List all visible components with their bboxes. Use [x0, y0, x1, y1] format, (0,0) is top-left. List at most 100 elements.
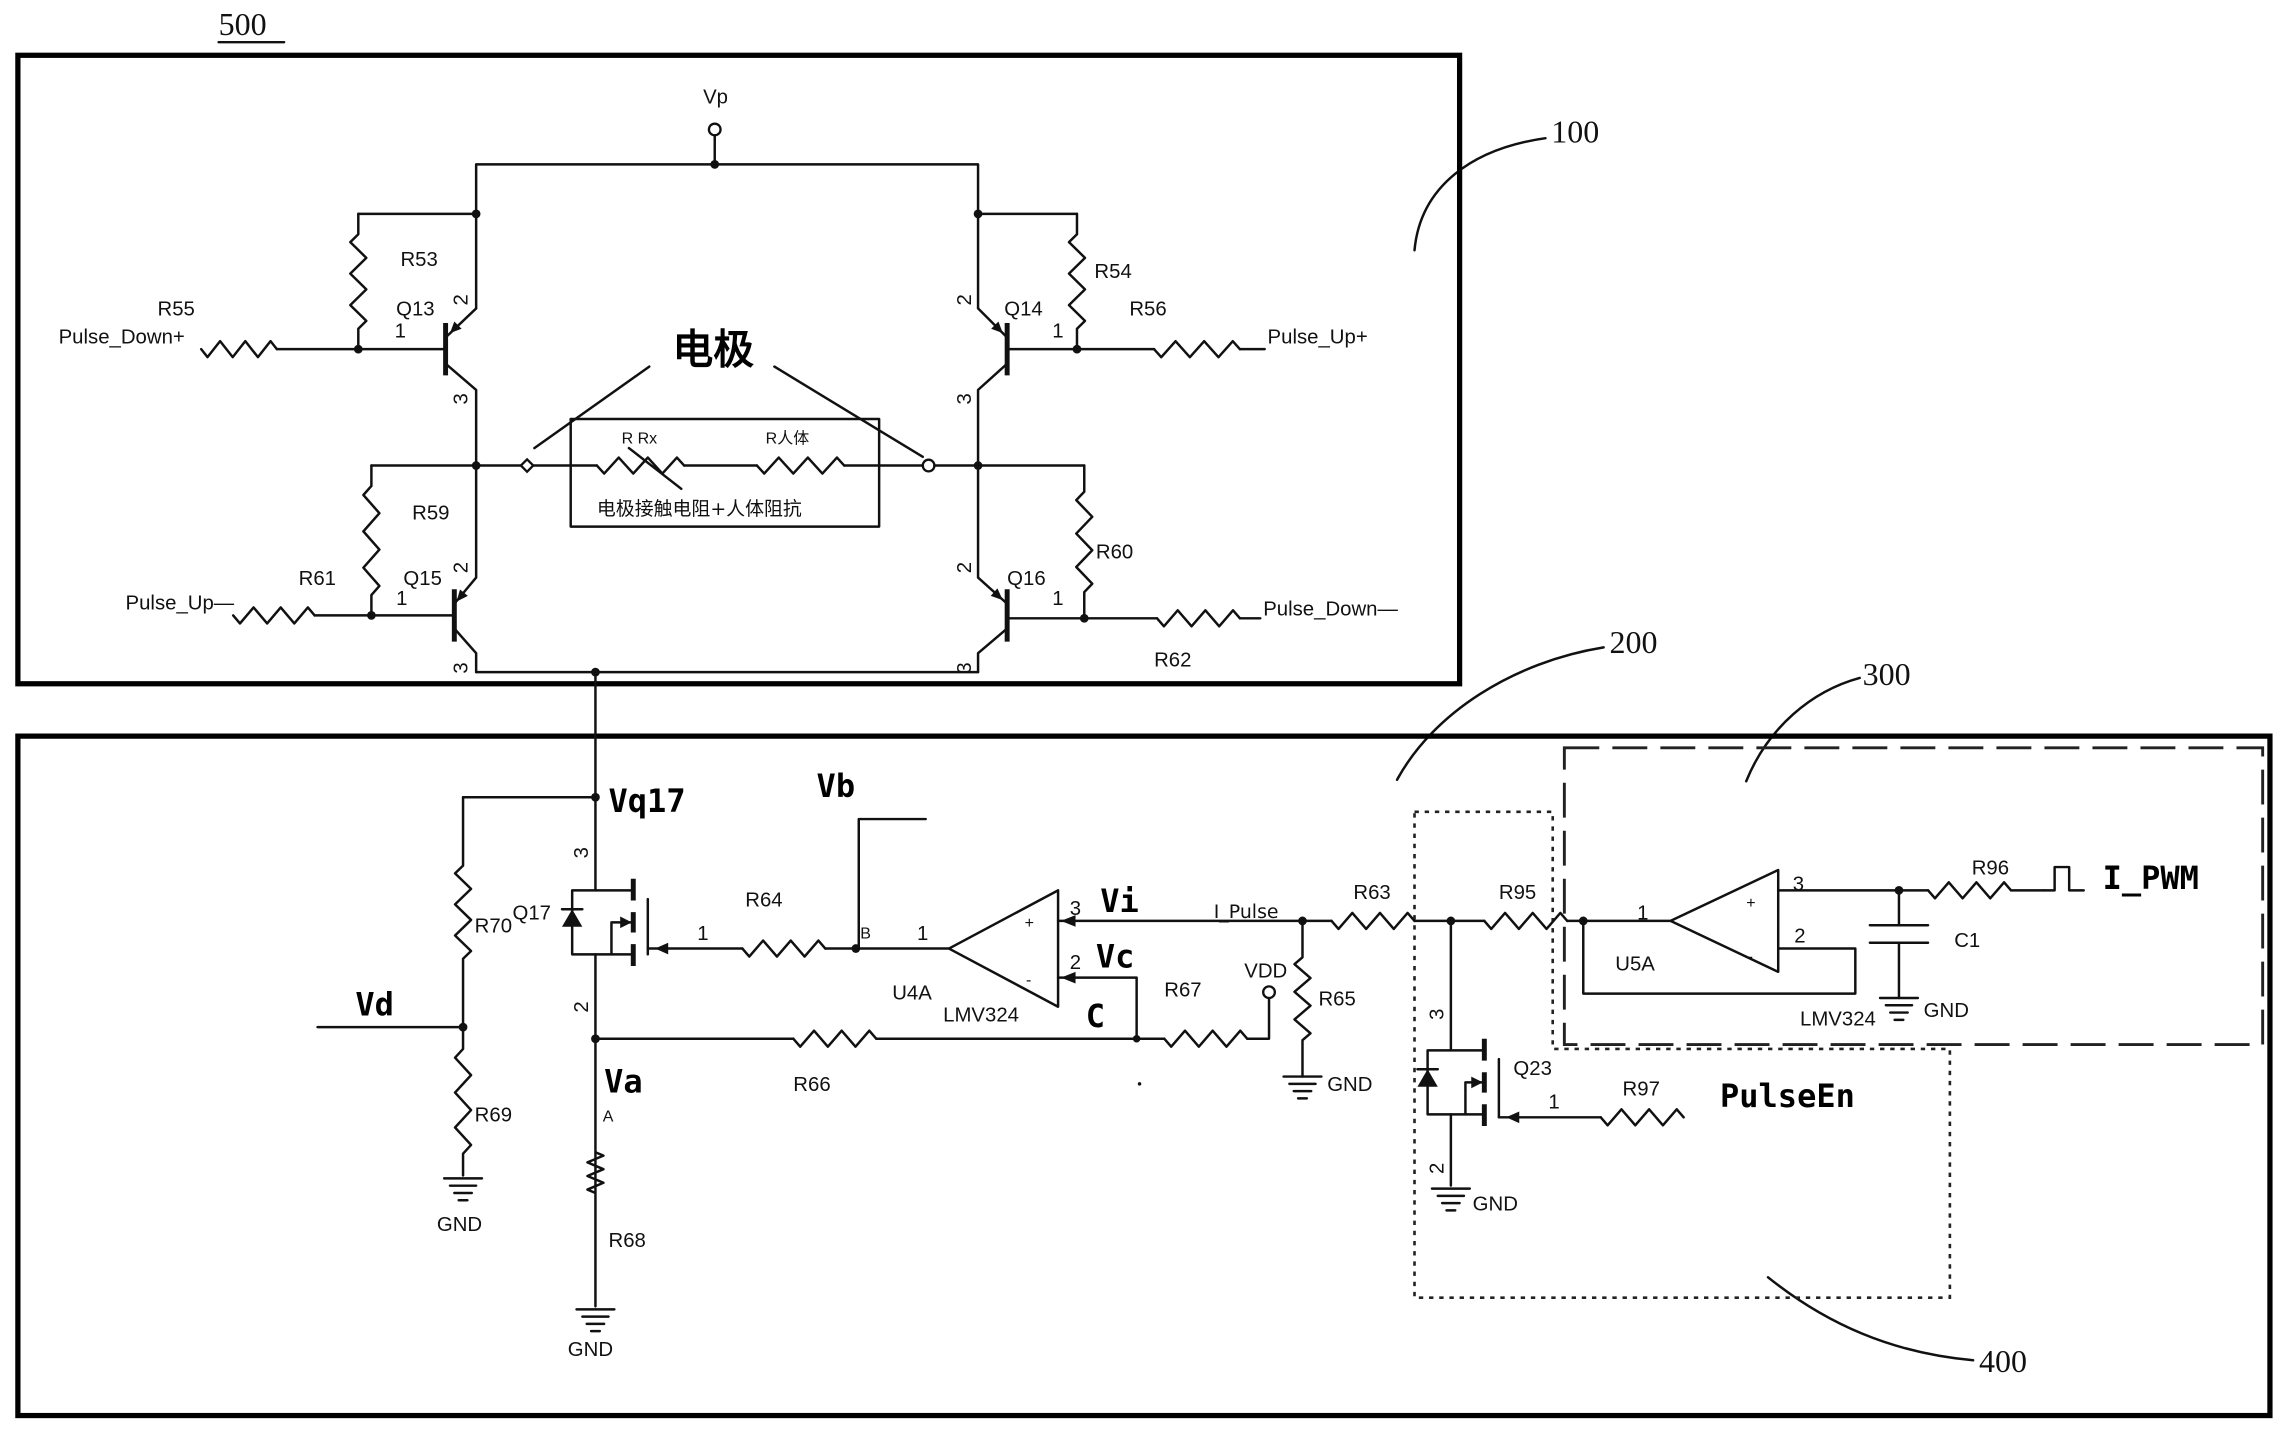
- label-pulse-up-pos: Pulse_Up+: [1268, 326, 1368, 348]
- vp-terminal: [707, 122, 722, 137]
- q16-emitter-arrow-icon: [990, 588, 1003, 601]
- resistor-rx: [595, 456, 686, 475]
- label-q17: Q17: [513, 902, 551, 924]
- q23-body: [1464, 1081, 1486, 1116]
- u5a-minus: -: [1748, 949, 1753, 966]
- label-load-caption: 电极接触电阻+人体阻抗: [597, 498, 802, 520]
- label-gnd: GND: [437, 1214, 482, 1236]
- pin-u4a-1: 1: [917, 923, 928, 945]
- gate-arrow-icon: [1506, 1111, 1520, 1124]
- q16-collector: [976, 627, 1009, 674]
- label-r59: R59: [412, 502, 449, 524]
- q14-emitter: [976, 307, 1009, 339]
- pin-u4a-2: 2: [1070, 952, 1081, 974]
- pin-q14-3: 3: [954, 393, 976, 404]
- q16-emitter: [976, 464, 1009, 605]
- wire-vdd: [1245, 996, 1271, 1040]
- label-u4a-part: LMV324: [943, 1004, 1019, 1026]
- q14-collector: [976, 362, 1009, 467]
- q15-collector: [453, 627, 478, 674]
- ground-icon: [442, 1177, 484, 1202]
- pin-q13-2: 2: [450, 294, 472, 305]
- label-r68: R68: [609, 1230, 646, 1252]
- label-r53: R53: [400, 249, 437, 271]
- label-node-a: A: [603, 1109, 614, 1126]
- label-u5a-part: LMV324: [1800, 1009, 1876, 1031]
- label-pulse-down-pos: Pulse_Down+: [59, 326, 185, 348]
- label-r96: R96: [1972, 857, 2009, 879]
- resistor-r56: [1152, 339, 1242, 359]
- electrode-terminal-left: [519, 457, 535, 474]
- label-q14: Q14: [1004, 299, 1042, 321]
- label-u4a: U4A: [892, 982, 932, 1004]
- resistor-r54: [1067, 212, 1087, 351]
- label-gnd: GND: [568, 1339, 613, 1361]
- ground-icon: [1878, 996, 1920, 1022]
- label-pulse-en: PulseEn: [1720, 1077, 1855, 1115]
- pin-u5a-1: 1: [1637, 902, 1648, 924]
- label-r61: R61: [299, 568, 336, 590]
- label-gnd: GND: [1924, 1000, 1969, 1022]
- resistor-r53: [349, 212, 368, 351]
- label-vb: Vb: [817, 767, 856, 805]
- label-r64: R64: [745, 889, 782, 911]
- label-r63: R63: [1353, 882, 1390, 904]
- q13-emitter-arrow-icon: [449, 321, 462, 334]
- pin-u5a-2: 2: [1794, 926, 1805, 948]
- pin-u5a-3: 3: [1793, 873, 1804, 895]
- junction-dot: [471, 209, 481, 219]
- pulse-waveform-icon: [2043, 865, 2085, 892]
- label-r62: R62: [1154, 649, 1191, 671]
- resistor-r59: [362, 464, 381, 617]
- opamp-u5a: [1669, 868, 1780, 974]
- pin-q15-1: 1: [396, 588, 407, 610]
- leader-200: [1395, 646, 1605, 782]
- label-r69: R69: [475, 1105, 512, 1127]
- ref-300: 300: [1863, 656, 1911, 692]
- ref-100: 100: [1551, 114, 1599, 150]
- label-r66: R66: [793, 1074, 830, 1096]
- ref-400: 400: [1979, 1343, 2027, 1379]
- q15-emitter-arrow-icon: [456, 589, 468, 602]
- leader-400: [1766, 1276, 1975, 1362]
- pin-q15-3: 3: [450, 662, 472, 673]
- rx-variable-arrow: [627, 446, 683, 491]
- label-va: Va: [604, 1063, 643, 1101]
- pin-q17-3: 3: [571, 847, 593, 858]
- pin-q13-3: 3: [450, 393, 472, 404]
- label-q15: Q15: [403, 568, 441, 590]
- ref-200: 200: [1609, 624, 1657, 660]
- resistor-r69: [453, 1025, 473, 1177]
- label-q13: Q13: [396, 299, 434, 321]
- pin-q16-2: 2: [954, 562, 976, 573]
- wire-top-rail: [474, 163, 980, 310]
- label-i-pulse: I_Pulse: [1214, 901, 1279, 923]
- leader-300: [1744, 676, 1861, 783]
- pin-q15-2: 2: [450, 562, 472, 573]
- q23-diode-icon: [1417, 1069, 1438, 1087]
- wire-vb: [857, 817, 927, 950]
- resistor-r60: [1075, 464, 1094, 620]
- label-vi: Vi: [1100, 882, 1139, 920]
- label-pulse-down-neg: Pulse_Down—: [1263, 598, 1398, 620]
- label-pulse-up-neg: Pulse_Up—: [126, 593, 235, 615]
- label-r-rx: R Rx: [622, 431, 658, 448]
- label-electrode: 电极: [673, 326, 755, 374]
- resistor-r64: [741, 939, 827, 958]
- input-arrow-icon: [1060, 971, 1076, 984]
- q17-source: [594, 953, 635, 1040]
- label-vc: Vc: [1096, 937, 1135, 975]
- pin-q23-3: 3: [1427, 1009, 1449, 1020]
- leader-100: [1413, 136, 1547, 252]
- pin-q23-2: 2: [1427, 1163, 1449, 1174]
- resistor-r61: [231, 606, 316, 625]
- ground-icon: [575, 1308, 616, 1333]
- label-c: C: [1086, 997, 1105, 1035]
- q17-diode-icon: [561, 909, 583, 927]
- junction-dot: [973, 209, 983, 219]
- resistor-rbody: [755, 456, 846, 475]
- label-gnd: GND: [1327, 1074, 1372, 1096]
- label-vq17: Vq17: [609, 782, 686, 820]
- opamp-u4a: [947, 889, 1060, 1008]
- label-r60: R60: [1096, 542, 1133, 564]
